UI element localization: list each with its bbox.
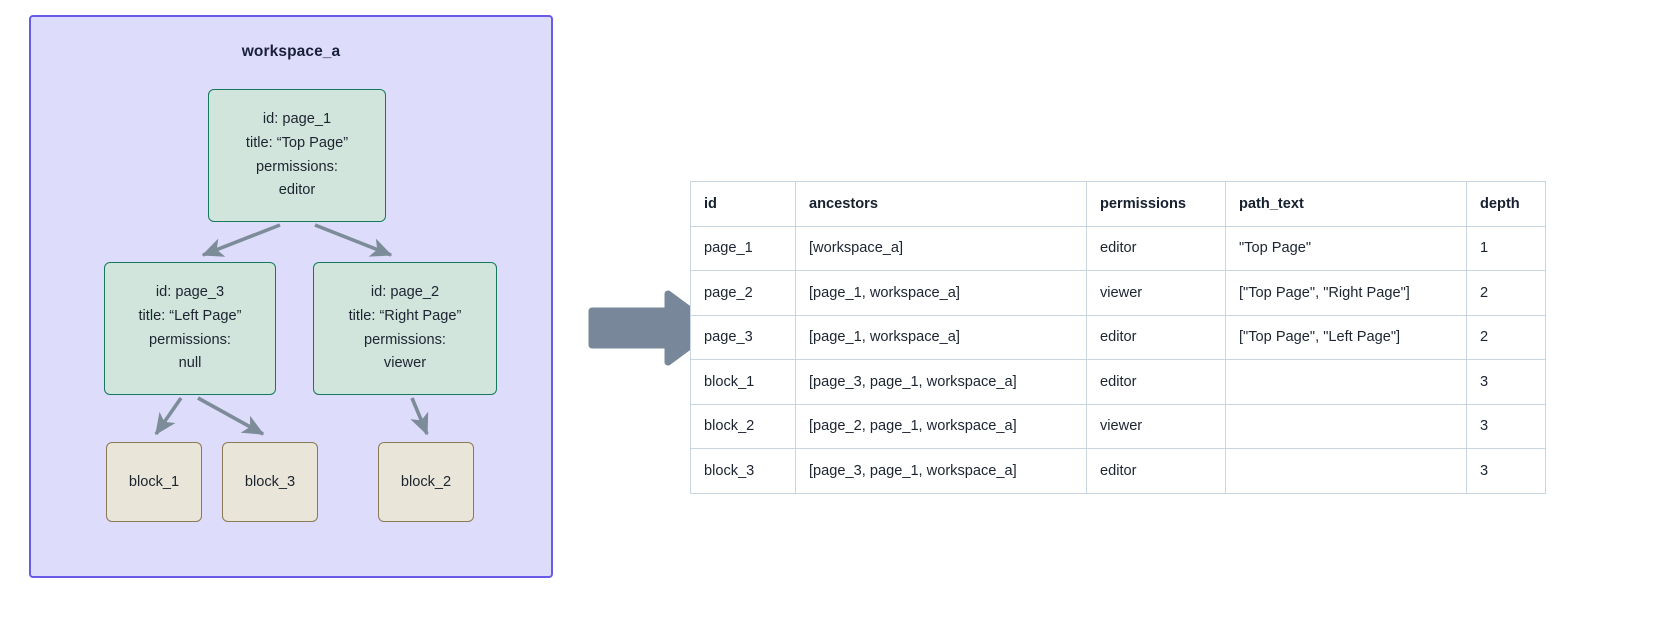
cell-path-text bbox=[1225, 448, 1467, 494]
column-header-id[interactable]: id bbox=[690, 181, 796, 227]
table-row[interactable]: page_3 [page_1, workspace_a] editor ["To… bbox=[690, 314, 1546, 360]
edge-page1-page3 bbox=[201, 223, 281, 257]
node-block_3[interactable]: block_3 bbox=[222, 442, 318, 522]
cell-depth: 3 bbox=[1466, 403, 1546, 449]
cell-ancestors: [page_2, page_1, workspace_a] bbox=[795, 403, 1087, 449]
cell-ancestors: [page_3, page_1, workspace_a] bbox=[795, 359, 1087, 405]
node-block_1-label: block_1 bbox=[128, 474, 180, 490]
node-page_2[interactable]: id: page_2 title: “Right Page” permissio… bbox=[313, 262, 497, 395]
column-header-ancestors[interactable]: ancestors bbox=[795, 181, 1087, 227]
cell-id: block_3 bbox=[690, 448, 796, 494]
cell-ancestors: [page_1, workspace_a] bbox=[795, 314, 1087, 360]
workspace-title: workspace_a bbox=[241, 43, 341, 60]
cell-depth: 2 bbox=[1466, 314, 1546, 360]
node-page_1-title: title: “Top Page” bbox=[245, 134, 349, 151]
node-page_1[interactable]: id: page_1 title: “Top Page” permissions… bbox=[208, 89, 386, 222]
node-page_1-perm-label: permissions: bbox=[256, 158, 338, 175]
workspace-container: workspace_a id: page_1 title: “Top Page”… bbox=[29, 15, 553, 578]
node-page_3[interactable]: id: page_3 title: “Left Page” permission… bbox=[104, 262, 276, 395]
edge-page3-block1 bbox=[154, 396, 183, 436]
cell-permissions: editor bbox=[1086, 225, 1226, 271]
node-page_3-perm-label: permissions: bbox=[149, 331, 231, 348]
table-row[interactable]: block_3 [page_3, page_1, workspace_a] ed… bbox=[690, 448, 1546, 494]
cell-path-text: ["Top Page", "Left Page"] bbox=[1225, 314, 1467, 360]
table-row[interactable]: block_2 [page_2, page_1, workspace_a] vi… bbox=[690, 403, 1546, 449]
cell-depth: 1 bbox=[1466, 225, 1546, 271]
cell-permissions: viewer bbox=[1086, 270, 1226, 316]
cell-path-text bbox=[1225, 359, 1467, 405]
cell-path-text: "Top Page" bbox=[1225, 225, 1467, 271]
node-page_3-id: id: page_3 bbox=[155, 284, 225, 301]
node-page_1-perm-value: editor bbox=[278, 182, 316, 199]
column-header-permissions[interactable]: permissions bbox=[1086, 181, 1226, 227]
table-row[interactable]: page_2 [page_1, workspace_a] viewer ["To… bbox=[690, 270, 1546, 316]
node-block_3-label: block_3 bbox=[244, 474, 296, 490]
node-page_2-id: id: page_2 bbox=[370, 284, 440, 301]
cell-ancestors: [page_3, page_1, workspace_a] bbox=[795, 448, 1087, 494]
node-page_2-perm-value: viewer bbox=[383, 355, 427, 372]
cell-id: block_2 bbox=[690, 403, 796, 449]
cell-depth: 3 bbox=[1466, 448, 1546, 494]
node-block_2[interactable]: block_2 bbox=[378, 442, 474, 522]
cell-id: page_1 bbox=[690, 225, 796, 271]
cell-permissions: editor bbox=[1086, 314, 1226, 360]
cell-path-text: ["Top Page", "Right Page"] bbox=[1225, 270, 1467, 316]
node-page_2-title: title: “Right Page” bbox=[348, 307, 462, 324]
cell-ancestors: [workspace_a] bbox=[795, 225, 1087, 271]
node-page_2-perm-label: permissions: bbox=[364, 331, 446, 348]
node-page_3-title: title: “Left Page” bbox=[138, 307, 242, 324]
node-page_1-id: id: page_1 bbox=[262, 111, 332, 128]
edge-page3-block3 bbox=[197, 396, 265, 436]
cell-permissions: editor bbox=[1086, 448, 1226, 494]
column-header-path-text[interactable]: path_text bbox=[1225, 181, 1467, 227]
edge-page2-block2 bbox=[410, 397, 429, 436]
edge-page1-page2 bbox=[314, 223, 393, 257]
cell-permissions: viewer bbox=[1086, 403, 1226, 449]
cell-id: block_1 bbox=[690, 359, 796, 405]
cell-id: page_3 bbox=[690, 314, 796, 360]
table-row[interactable]: page_1 [workspace_a] editor "Top Page" 1 bbox=[690, 225, 1546, 271]
cell-permissions: editor bbox=[1086, 359, 1226, 405]
table-row[interactable]: block_1 [page_3, page_1, workspace_a] ed… bbox=[690, 359, 1546, 405]
cell-depth: 3 bbox=[1466, 359, 1546, 405]
cell-path-text bbox=[1225, 403, 1467, 449]
result-table: id ancestors permissions path_text depth… bbox=[690, 181, 1546, 494]
cell-ancestors: [page_1, workspace_a] bbox=[795, 270, 1087, 316]
column-header-depth[interactable]: depth bbox=[1466, 181, 1546, 227]
node-block_1[interactable]: block_1 bbox=[106, 442, 202, 522]
cell-id: page_2 bbox=[690, 270, 796, 316]
node-page_3-perm-value: null bbox=[178, 355, 202, 372]
node-block_2-label: block_2 bbox=[400, 474, 452, 490]
cell-depth: 2 bbox=[1466, 270, 1546, 316]
table-header-row: id ancestors permissions path_text depth bbox=[690, 181, 1546, 227]
